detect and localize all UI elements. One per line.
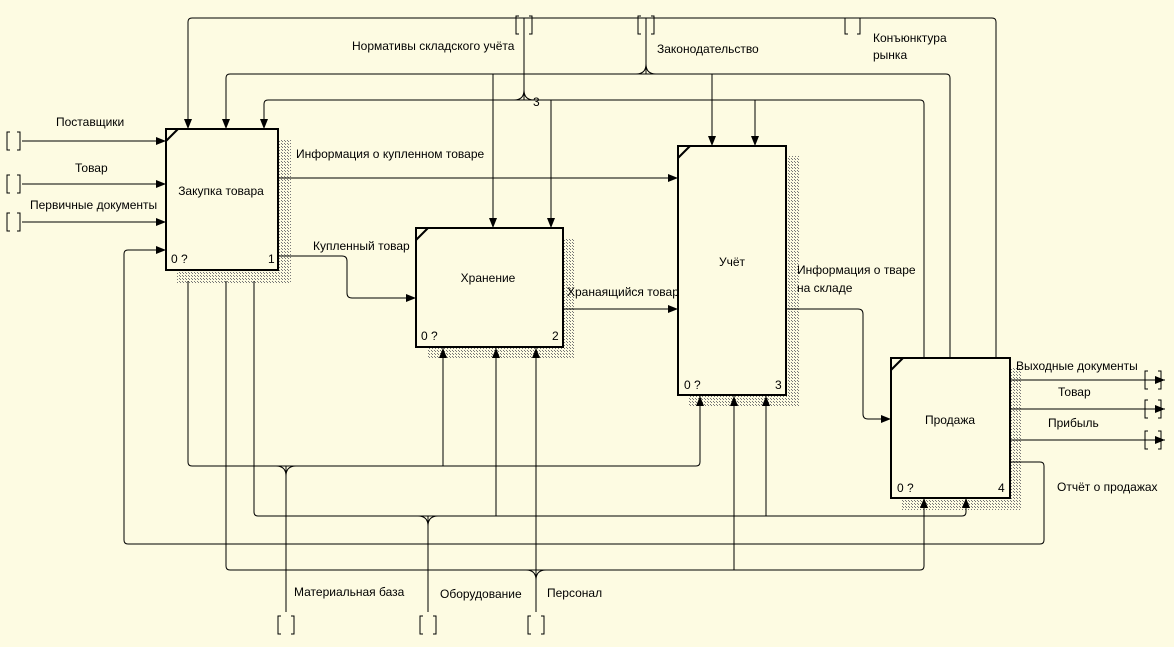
- box-number: 2: [552, 329, 559, 343]
- branch-arcs: [275, 63, 657, 581]
- label-market-2: рынка: [873, 48, 907, 62]
- box-number: 4: [998, 481, 1005, 495]
- box-title: Закупка товара: [178, 184, 264, 198]
- label-sales-report: Отчёт о продажах: [1057, 480, 1158, 494]
- tunnel-brackets: 3: [6, 15, 1162, 635]
- control-arrows: [184, 17, 997, 358]
- label-primary-docs: Первичные документы: [30, 198, 157, 212]
- label-suppliers: Поставщики: [56, 115, 124, 129]
- box-zakupka[interactable]: Закупка товара 0 ? 1: [165, 128, 279, 271]
- box-prodazha[interactable]: Продажа 0 ? 4: [890, 357, 1011, 499]
- box-uchet[interactable]: Учёт 0 ? 3: [677, 145, 787, 396]
- box-khranenie[interactable]: Хранение 0 ? 2: [415, 227, 564, 348]
- label-material-base: Материальная база: [294, 585, 405, 599]
- label-profit: Прибыль: [1048, 416, 1099, 430]
- flow-arrows: [22, 137, 1165, 545]
- label-personnel: Персонал: [547, 586, 602, 600]
- label-stored-goods: Хранаящийся товар: [567, 285, 679, 299]
- box-title: Продажа: [925, 413, 975, 427]
- mechanism-arrows: [187, 281, 970, 612]
- box-cost: 0 ?: [171, 252, 188, 266]
- label-market-1: Конъюнктура: [873, 31, 947, 45]
- arrow-labels: Нормативы складского учёта Законодательс…: [30, 31, 1158, 601]
- box-title: Учёт: [719, 255, 746, 269]
- tunnel-mark-label: 3: [533, 95, 540, 109]
- box-cost: 0 ?: [684, 378, 701, 392]
- label-stock-info-1: Информация о тваре: [797, 263, 916, 277]
- box-number: 3: [775, 378, 782, 392]
- box-cost: 0 ?: [897, 481, 914, 495]
- label-goods-out: Товар: [1058, 385, 1091, 399]
- label-goods-in: Товар: [75, 161, 108, 175]
- label-stock-info-2: на складе: [797, 281, 853, 295]
- label-equipment: Оборудование: [440, 587, 522, 601]
- label-purchased-goods: Купленный товар: [313, 239, 410, 253]
- box-title: Хранение: [461, 271, 516, 285]
- label-normatives: Нормативы складского учёта: [352, 39, 515, 53]
- box-number: 1: [268, 252, 275, 266]
- label-legislation: Законодательство: [657, 42, 759, 56]
- label-purchase-info: Информация о купленном товаре: [296, 147, 485, 161]
- box-cost: 0 ?: [421, 329, 438, 343]
- label-output-docs: Выходные документы: [1016, 359, 1138, 373]
